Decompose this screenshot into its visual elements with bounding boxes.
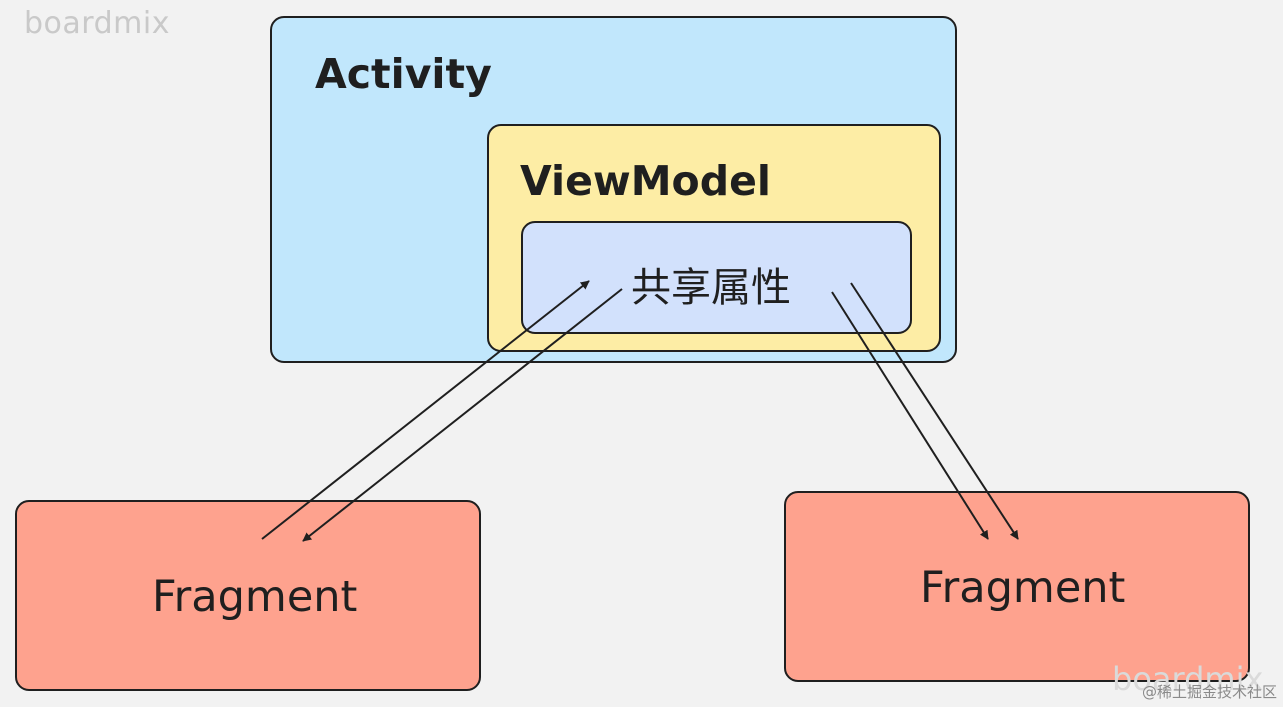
fragment-right-label: Fragment bbox=[920, 563, 1126, 613]
boardmix-watermark: boardmix bbox=[24, 6, 170, 41]
shared-property-label: 共享属性 bbox=[631, 265, 791, 311]
activity-label: Activity bbox=[315, 50, 492, 98]
viewmodel-label: ViewModel bbox=[520, 157, 771, 205]
fragment-left-label: Fragment bbox=[152, 572, 358, 622]
boardmix-watermark-bottom: boardmix bbox=[1112, 660, 1264, 698]
credit-text: @稀土掘金技术社区 bbox=[1141, 683, 1277, 701]
